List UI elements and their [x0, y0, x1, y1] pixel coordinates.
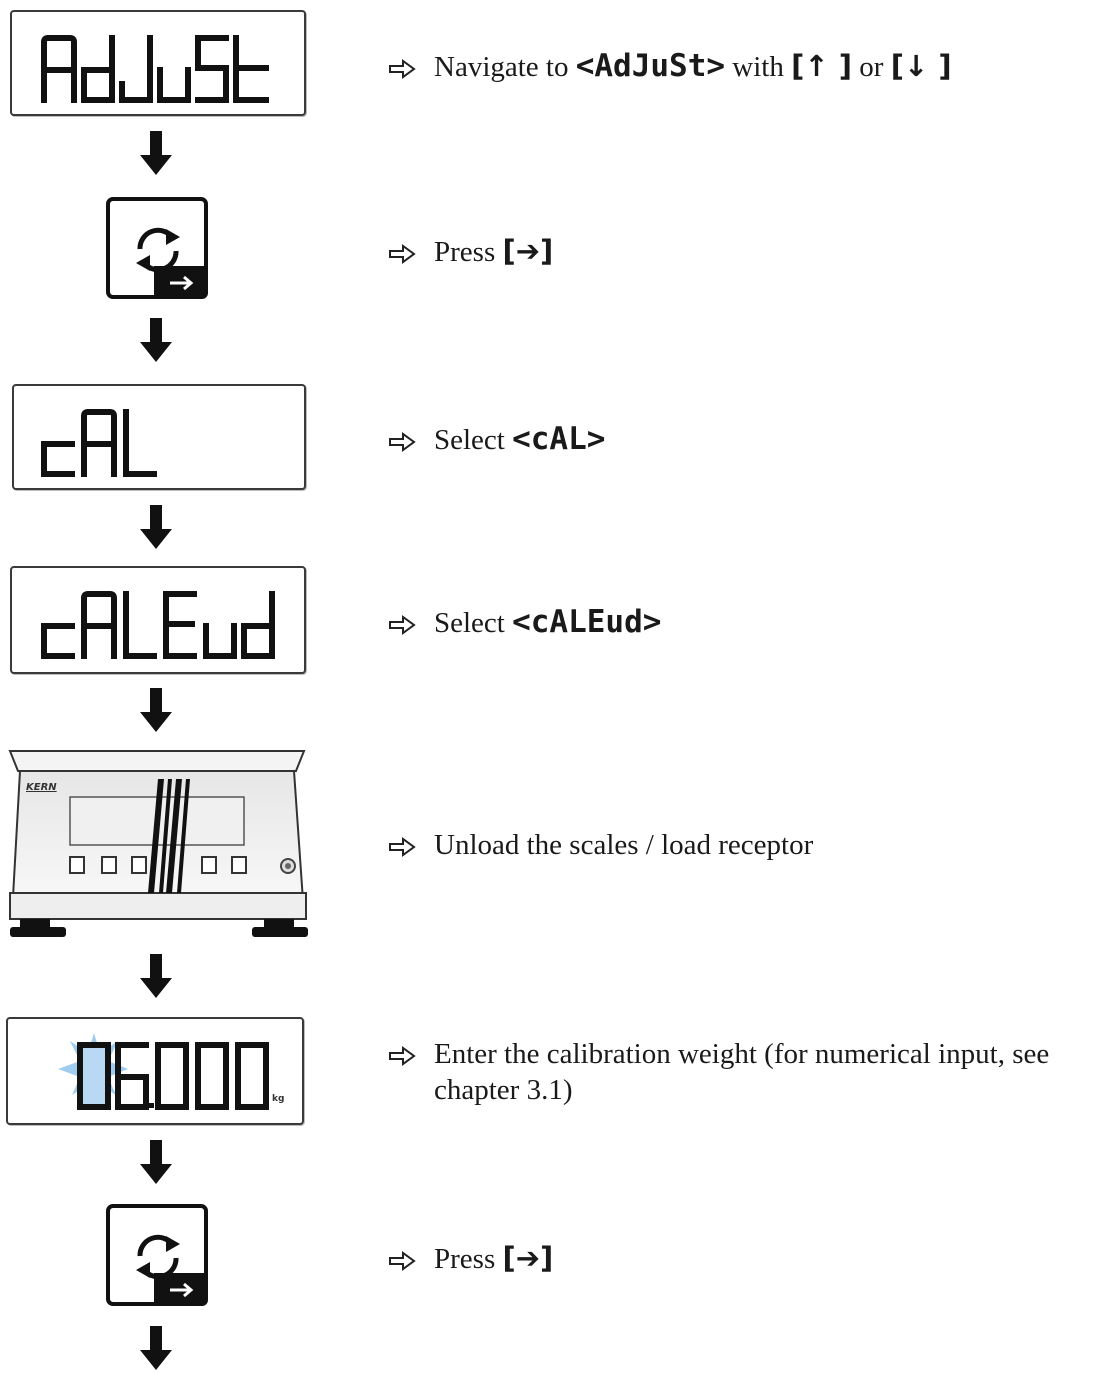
- display-caleud: [10, 566, 306, 674]
- display-cal: [12, 384, 306, 490]
- weight-unit-label: kg: [272, 1094, 284, 1104]
- display-weight: kg: [6, 1017, 304, 1125]
- step-unload: Unload the scales / load receptor: [388, 827, 813, 863]
- enter-key-icon: [106, 1204, 208, 1306]
- hollow-arrow-icon: [389, 244, 416, 265]
- down-key-label: [↓ ]: [890, 49, 952, 83]
- enter-key-icon: [106, 197, 208, 299]
- step-press-1: Press [➔]: [388, 233, 553, 270]
- key-subscript: [154, 1273, 208, 1306]
- step-navigate: Navigate to <AdJuSt> with [↑ ] or [↓ ]: [388, 48, 952, 85]
- down-arrow-icon: [140, 318, 172, 362]
- seven-seg-adjust: [41, 35, 269, 103]
- seven-seg-weight: kg: [58, 1033, 284, 1110]
- hollow-arrow-icon: [389, 615, 416, 636]
- arrow-right-icon: [170, 1282, 194, 1298]
- display-adjust: [10, 10, 306, 116]
- down-arrow-icon: [140, 505, 172, 549]
- right-key-label: [➔]: [502, 234, 554, 268]
- down-arrow-icon: [140, 1326, 172, 1370]
- step-enter-weight: Enter the calibration weight (for numeri…: [388, 1036, 1088, 1108]
- down-arrow-icon: [140, 954, 172, 998]
- code-adjust: <AdJuSt>: [575, 48, 726, 84]
- hollow-arrow-icon: [389, 432, 416, 453]
- scale-illustration: [8, 750, 308, 937]
- down-arrow-icon: [140, 131, 172, 175]
- up-key-label: [↑ ]: [791, 49, 853, 83]
- scale-brand-logo: KERN: [26, 782, 57, 793]
- hollow-arrow-icon: [389, 1251, 416, 1272]
- step-press-2: Press [➔]: [388, 1240, 553, 1277]
- hollow-arrow-icon: [389, 59, 416, 80]
- step-select-caleud: Select <cALEud>: [388, 604, 661, 641]
- down-arrow-icon: [140, 688, 172, 732]
- key-subscript: [154, 266, 208, 299]
- arrow-right-icon: [170, 275, 194, 291]
- hollow-arrow-icon: [389, 1046, 416, 1067]
- refresh-icon: [136, 227, 180, 273]
- step-select-cal: Select <cAL>: [388, 421, 605, 458]
- down-arrow-icon: [140, 1140, 172, 1184]
- seven-seg-caleud: [41, 591, 275, 659]
- hollow-arrow-icon: [389, 837, 416, 858]
- code-caleud: <cALEud>: [512, 604, 662, 640]
- seven-seg-cal: [41, 409, 157, 477]
- code-cal: <cAL>: [512, 421, 606, 457]
- right-key-label: [➔]: [502, 1241, 554, 1275]
